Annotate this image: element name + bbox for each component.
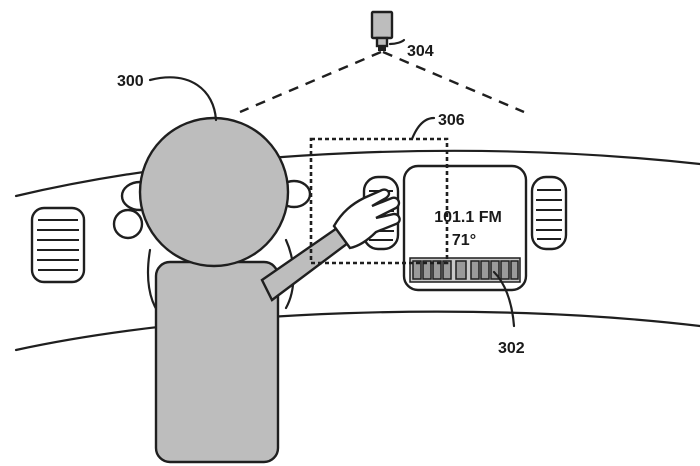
label-driver: 300 xyxy=(117,73,144,90)
vent-icon xyxy=(30,206,86,284)
dashboard-top-edge xyxy=(14,149,700,198)
fov-left-line xyxy=(239,50,382,114)
dashboard xyxy=(14,149,700,352)
screen-radio-text: 101.1 FM xyxy=(434,209,502,226)
detection-zone-box xyxy=(309,137,449,265)
display-button-strip xyxy=(409,257,521,283)
dashboard-bottom-edge xyxy=(14,310,700,352)
screen-temperature-text: 71° xyxy=(452,232,476,249)
fov-right-line xyxy=(382,50,525,114)
label-display: 302 xyxy=(498,340,525,357)
leader-lines xyxy=(148,38,516,328)
camera-field-of-view xyxy=(239,50,525,114)
camera-icon xyxy=(370,10,394,51)
label-zone: 306 xyxy=(438,112,465,129)
label-camera: 304 xyxy=(407,43,434,60)
vent-icon xyxy=(530,175,568,251)
driver-figure xyxy=(112,116,401,464)
display-screen: 101.1 FM 71° xyxy=(402,164,528,292)
